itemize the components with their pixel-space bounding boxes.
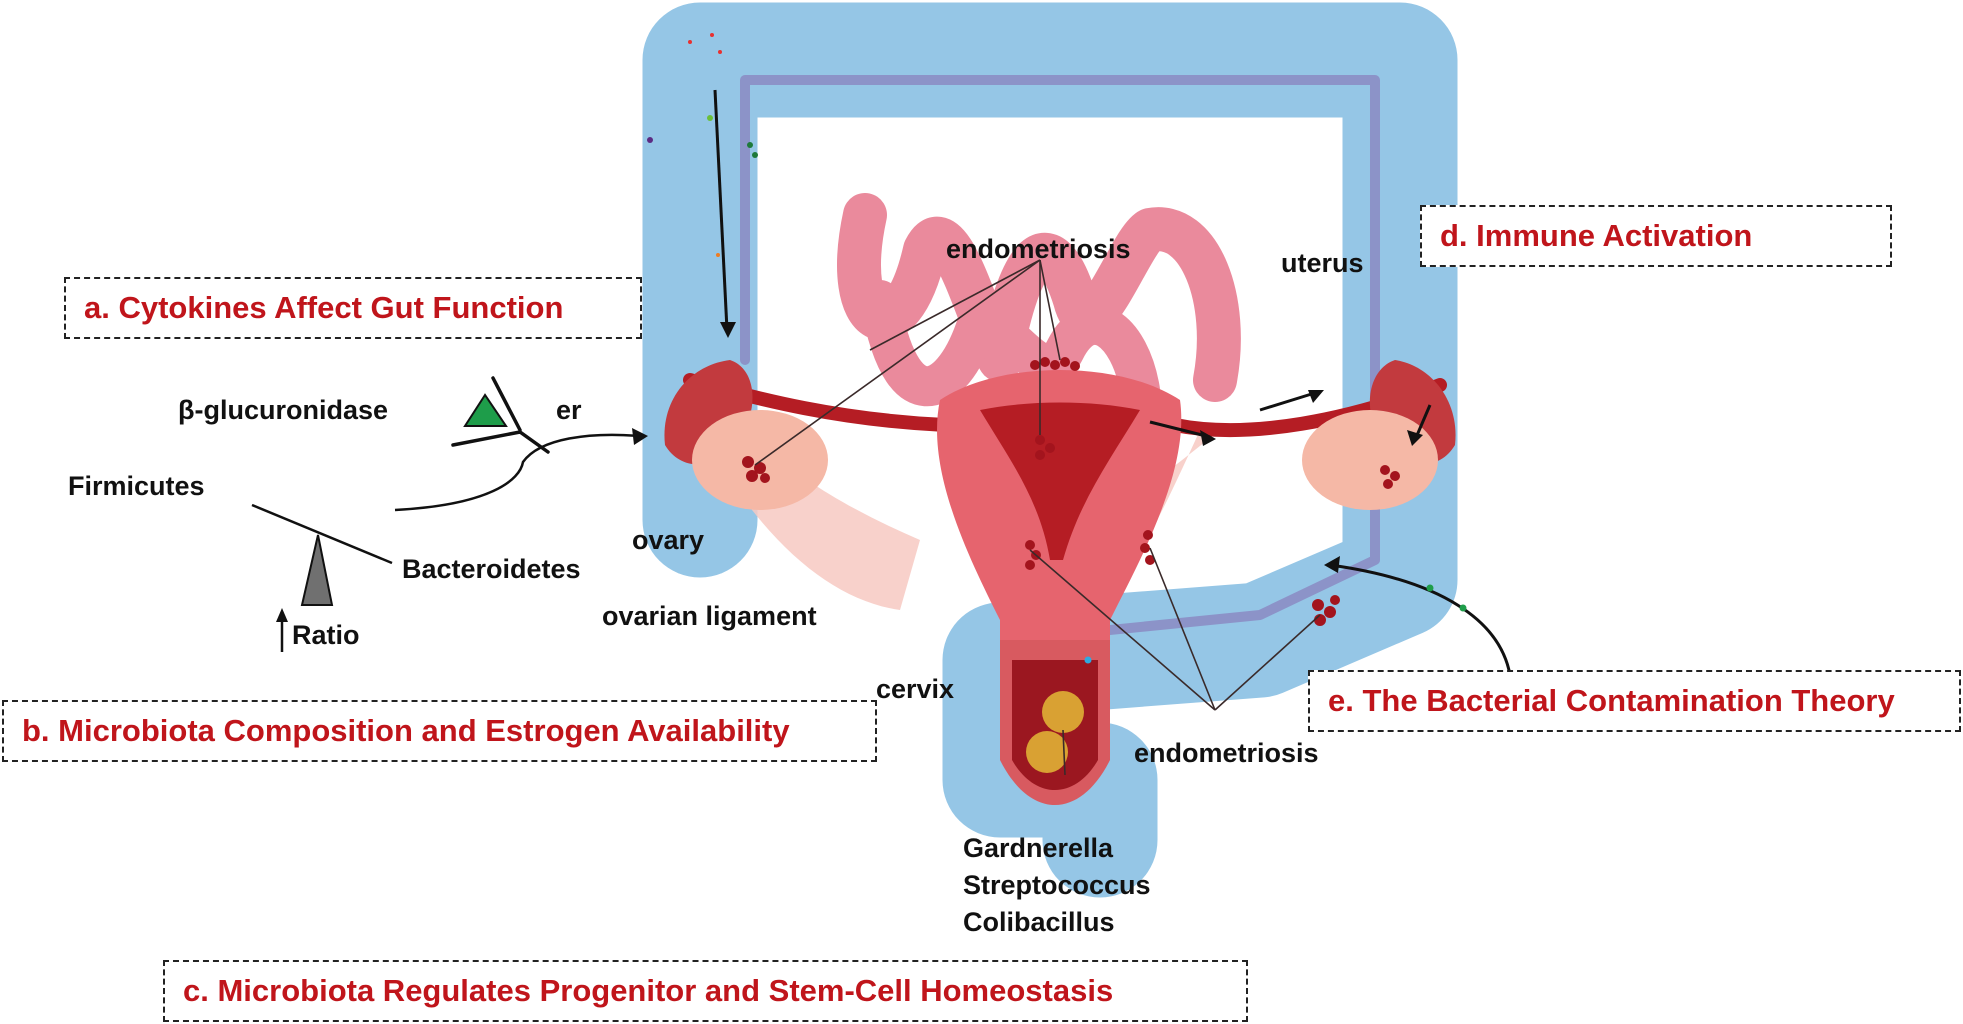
lesion-clusters xyxy=(742,357,1400,626)
left-ovary xyxy=(692,410,828,510)
ratio-up-arrowhead xyxy=(276,608,288,622)
bacteria-name: Streptococcus xyxy=(963,870,1151,900)
box-c-stem-cell: c. Microbiota Regulates Progenitor and S… xyxy=(163,960,1248,1022)
tube-arrowhead-1 xyxy=(1200,430,1216,446)
er-label: er xyxy=(556,395,582,425)
enzyme-receptor-symbol xyxy=(394,376,648,512)
bacteria-list: Gardnerella Streptococcus Colibacillus xyxy=(963,830,1151,941)
bacteroidetes-label: Bacteroidetes xyxy=(402,554,581,584)
small-intestine xyxy=(837,193,1241,410)
box-b-microbiota-estrogen: b. Microbiota Composition and Estrogen A… xyxy=(2,700,877,762)
green-triangle-icon xyxy=(463,393,508,427)
microbe-dots xyxy=(647,33,1467,664)
tube-arrow-1 xyxy=(1149,420,1211,439)
bacteria-name: Gardnerella xyxy=(963,833,1114,863)
box-a-text: a. Cytokines Affect Gut Function xyxy=(84,290,564,325)
ratio-label: Ratio xyxy=(292,620,360,650)
leader-lines xyxy=(754,259,1321,776)
balance-beam xyxy=(251,503,393,565)
uterus-label: uterus xyxy=(1281,248,1364,278)
box-e-text: e. The Bacterial Contamination Theory xyxy=(1328,683,1895,718)
colon-arrowhead xyxy=(720,322,736,338)
fulcrum-triangle xyxy=(300,534,334,606)
box-b-text: b. Microbiota Composition and Estrogen A… xyxy=(22,713,790,748)
tube-arrow-2 xyxy=(1259,390,1319,412)
colon-down-arrow xyxy=(713,89,729,331)
bacteria-lower xyxy=(1026,731,1068,773)
box-d-immune-activation: d. Immune Activation xyxy=(1420,205,1892,267)
tube-arrowhead-2 xyxy=(1308,390,1324,403)
beta-glucuronidase-label: β-glucuronidase xyxy=(178,395,389,425)
arrowhead-to-ovary xyxy=(632,428,648,445)
contamination-arrowhead xyxy=(1324,556,1340,573)
bacteria-upper xyxy=(1042,691,1084,733)
box-d-text: d. Immune Activation xyxy=(1440,218,1753,253)
ovary-label: ovary xyxy=(632,525,705,555)
endometriosis-top-label: endometriosis xyxy=(946,234,1131,264)
endometriosis-bottom-label: endometriosis xyxy=(1134,738,1319,768)
ratio-balance xyxy=(251,503,393,652)
diagram-arrows xyxy=(713,89,1512,676)
right-ovary xyxy=(1302,410,1438,510)
bacteria-name: Colibacillus xyxy=(963,907,1115,937)
contamination-arrow xyxy=(1329,563,1512,676)
box-a-cytokines: a. Cytokines Affect Gut Function xyxy=(64,277,642,339)
ovary-arrowhead xyxy=(1407,430,1423,446)
firmicutes-label: Firmicutes xyxy=(68,471,205,501)
box-c-text: c. Microbiota Regulates Progenitor and S… xyxy=(183,973,1114,1008)
box-e-bacterial-contamination: e. The Bacterial Contamination Theory xyxy=(1308,670,1961,732)
cervix-label: cervix xyxy=(876,674,955,704)
ovarian-ligament-label: ovarian ligament xyxy=(602,601,817,631)
